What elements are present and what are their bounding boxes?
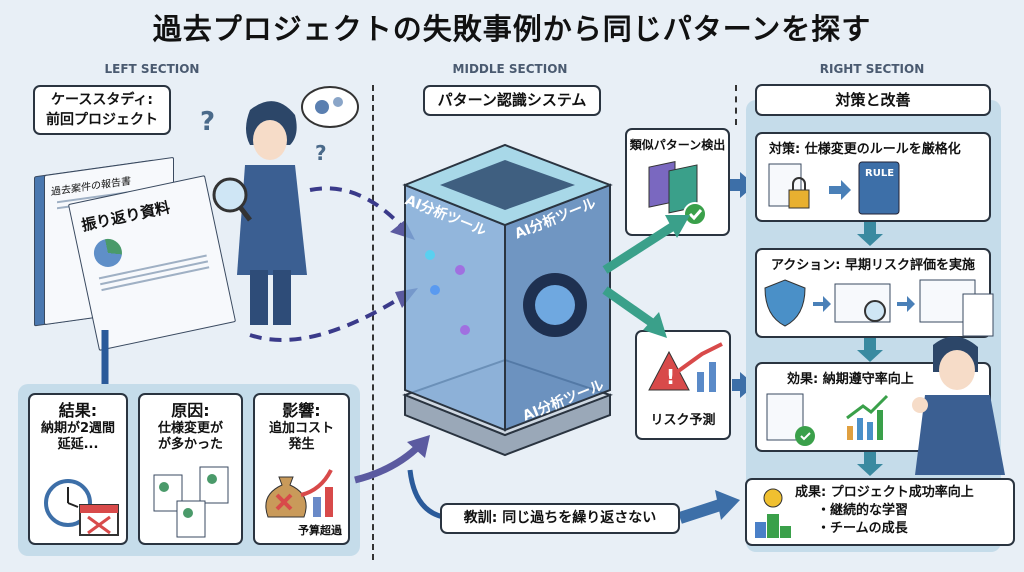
section-divider bbox=[372, 85, 374, 560]
outcome-heading: 成果: プロジェクト成功率向上 bbox=[795, 485, 974, 500]
pattern-system-label: パターン認識システム bbox=[423, 85, 601, 116]
section-divider bbox=[735, 85, 737, 125]
checklist-chart-icon bbox=[766, 393, 889, 446]
risk-prediction-label: リスク予測 bbox=[650, 413, 716, 428]
page-title: 過去プロジェクトの失敗事例から同じパターンを探す bbox=[152, 12, 872, 46]
outcome-item: ・継続的な学習 bbox=[817, 503, 909, 518]
card-text: 仕様変更がが多かった bbox=[157, 421, 223, 452]
outcome-item: ・チームの成長 bbox=[817, 521, 908, 536]
left-section-label: LEFT SECTION bbox=[104, 62, 200, 76]
measure-card: 対策: 仕様変更のルールを厳格化 RULE bbox=[755, 132, 991, 222]
down-arrows bbox=[857, 222, 883, 476]
action-card: アクション: 早期リスク評価を実施 bbox=[755, 248, 994, 338]
cause-card: 原因: 仕様変更がが多かった bbox=[138, 393, 243, 545]
connector-line bbox=[101, 330, 109, 388]
result-card: 結果: 納期が2週間延延... bbox=[28, 393, 128, 545]
countermeasure-header: 対策と改善 bbox=[755, 84, 991, 116]
card-heading: 原因: bbox=[171, 401, 210, 420]
card-text: 追加コスト発生 bbox=[268, 421, 334, 452]
card-heading: 影響: bbox=[282, 401, 321, 420]
person-with-magnifier-icon: ? ? bbox=[200, 101, 327, 325]
case-study-line: 前回プロジェクト bbox=[46, 112, 158, 128]
case-study-label: ケーススタディ: 前回プロジェクト bbox=[33, 85, 171, 135]
risk-assessment-icons bbox=[764, 279, 994, 337]
over-budget-label: 予算超過 bbox=[298, 524, 342, 537]
effect-label: 効果: 納期遵守率向上 bbox=[787, 372, 914, 387]
locked-doc-to-rulebook-icon bbox=[768, 161, 900, 215]
pattern-match-icon bbox=[648, 161, 707, 226]
lesson-arrows bbox=[354, 435, 740, 524]
changing-documents-icon bbox=[153, 466, 229, 538]
rule-book-label: RULE bbox=[865, 168, 895, 179]
warning-chart-icon: ! bbox=[648, 342, 723, 392]
outcome-card: 成果: プロジェクト成功率向上 ・継続的な学習 ・チームの成長 bbox=[745, 478, 1015, 546]
flow-arrows bbox=[249, 186, 418, 342]
svg-text:?: ? bbox=[315, 141, 327, 165]
right-section-label: RIGHT SECTION bbox=[819, 62, 925, 76]
svg-text:!: ! bbox=[666, 365, 675, 389]
medal-podium-icon bbox=[755, 488, 791, 538]
measure-label: 対策: 仕様変更のルールを厳格化 bbox=[769, 142, 961, 157]
presenter-person-icon bbox=[912, 336, 1005, 475]
lesson-banner: 教訓: 同じ過ちを繰り返さない bbox=[440, 503, 680, 534]
svg-text:?: ? bbox=[200, 107, 215, 137]
impact-card: 影響: 追加コスト発生 予算超過 bbox=[253, 393, 350, 545]
clock-calendar-icon bbox=[44, 479, 119, 536]
action-label: アクション: 早期リスク評価を実施 bbox=[770, 258, 976, 273]
similar-pattern-label: 類似パターン検出 bbox=[629, 138, 726, 152]
card-heading: 結果: bbox=[58, 401, 98, 420]
card-text: 納期が2週間延延... bbox=[40, 421, 116, 452]
ai-cube-illustration bbox=[402, 143, 613, 457]
thought-gears-icon bbox=[301, 86, 359, 128]
money-bag-icon bbox=[265, 469, 333, 518]
case-study-line: ケーススタディ: bbox=[51, 92, 153, 108]
middle-section-label: MIDDLE SECTION bbox=[452, 62, 568, 76]
risk-prediction-card: ! リスク予測 bbox=[635, 330, 731, 440]
